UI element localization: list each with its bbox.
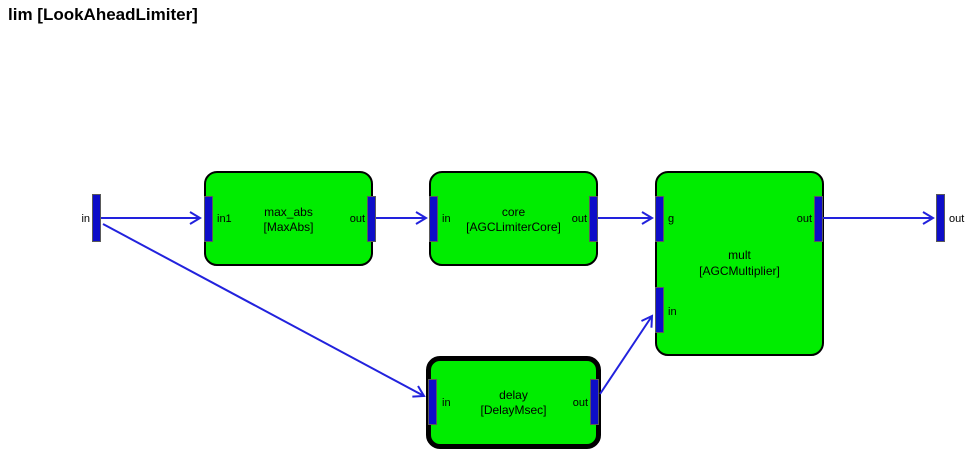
port-mult-out[interactable] <box>814 196 823 242</box>
port-mult-in-label: in <box>668 306 677 318</box>
port-delay-in-label: in <box>442 397 451 409</box>
block-delay-type: [DelayMsec] <box>480 403 547 417</box>
port-max-abs-in1[interactable] <box>204 196 213 242</box>
block-core-name: core <box>501 205 526 219</box>
block-max-abs-name: max_abs <box>264 205 313 219</box>
port-mult-in[interactable] <box>655 287 664 333</box>
port-core-in-label: in <box>442 213 451 225</box>
block-mult-name: mult <box>728 248 751 262</box>
port-core-in[interactable] <box>429 196 438 242</box>
block-delay-name: delay <box>499 388 528 402</box>
port-delay-out-label: out <box>572 397 588 409</box>
port-max-abs-out-label: out <box>349 213 365 225</box>
io-input-port[interactable] <box>92 194 101 242</box>
port-max-abs-in1-label: in1 <box>217 213 232 225</box>
port-mult-g[interactable] <box>655 196 664 242</box>
block-core-type: [AGCLimiterCore] <box>466 220 561 234</box>
port-core-out-label: out <box>571 213 587 225</box>
port-core-out[interactable] <box>589 196 598 242</box>
io-output-label: out <box>949 213 965 225</box>
io-input-label: in <box>81 213 90 225</box>
page-title: lim [LookAheadLimiter] <box>8 5 198 24</box>
port-delay-in[interactable] <box>428 379 437 425</box>
block-mult[interactable] <box>655 171 824 356</box>
block-mult-type: [AGCMultiplier] <box>699 264 780 278</box>
port-max-abs-out[interactable] <box>367 196 376 242</box>
port-delay-out[interactable] <box>590 379 599 425</box>
port-mult-g-label: g <box>668 213 675 225</box>
port-mult-out-label: out <box>796 213 812 225</box>
io-output-port[interactable] <box>936 194 945 242</box>
wire-delay-to-mult-in[interactable] <box>599 314 654 395</box>
